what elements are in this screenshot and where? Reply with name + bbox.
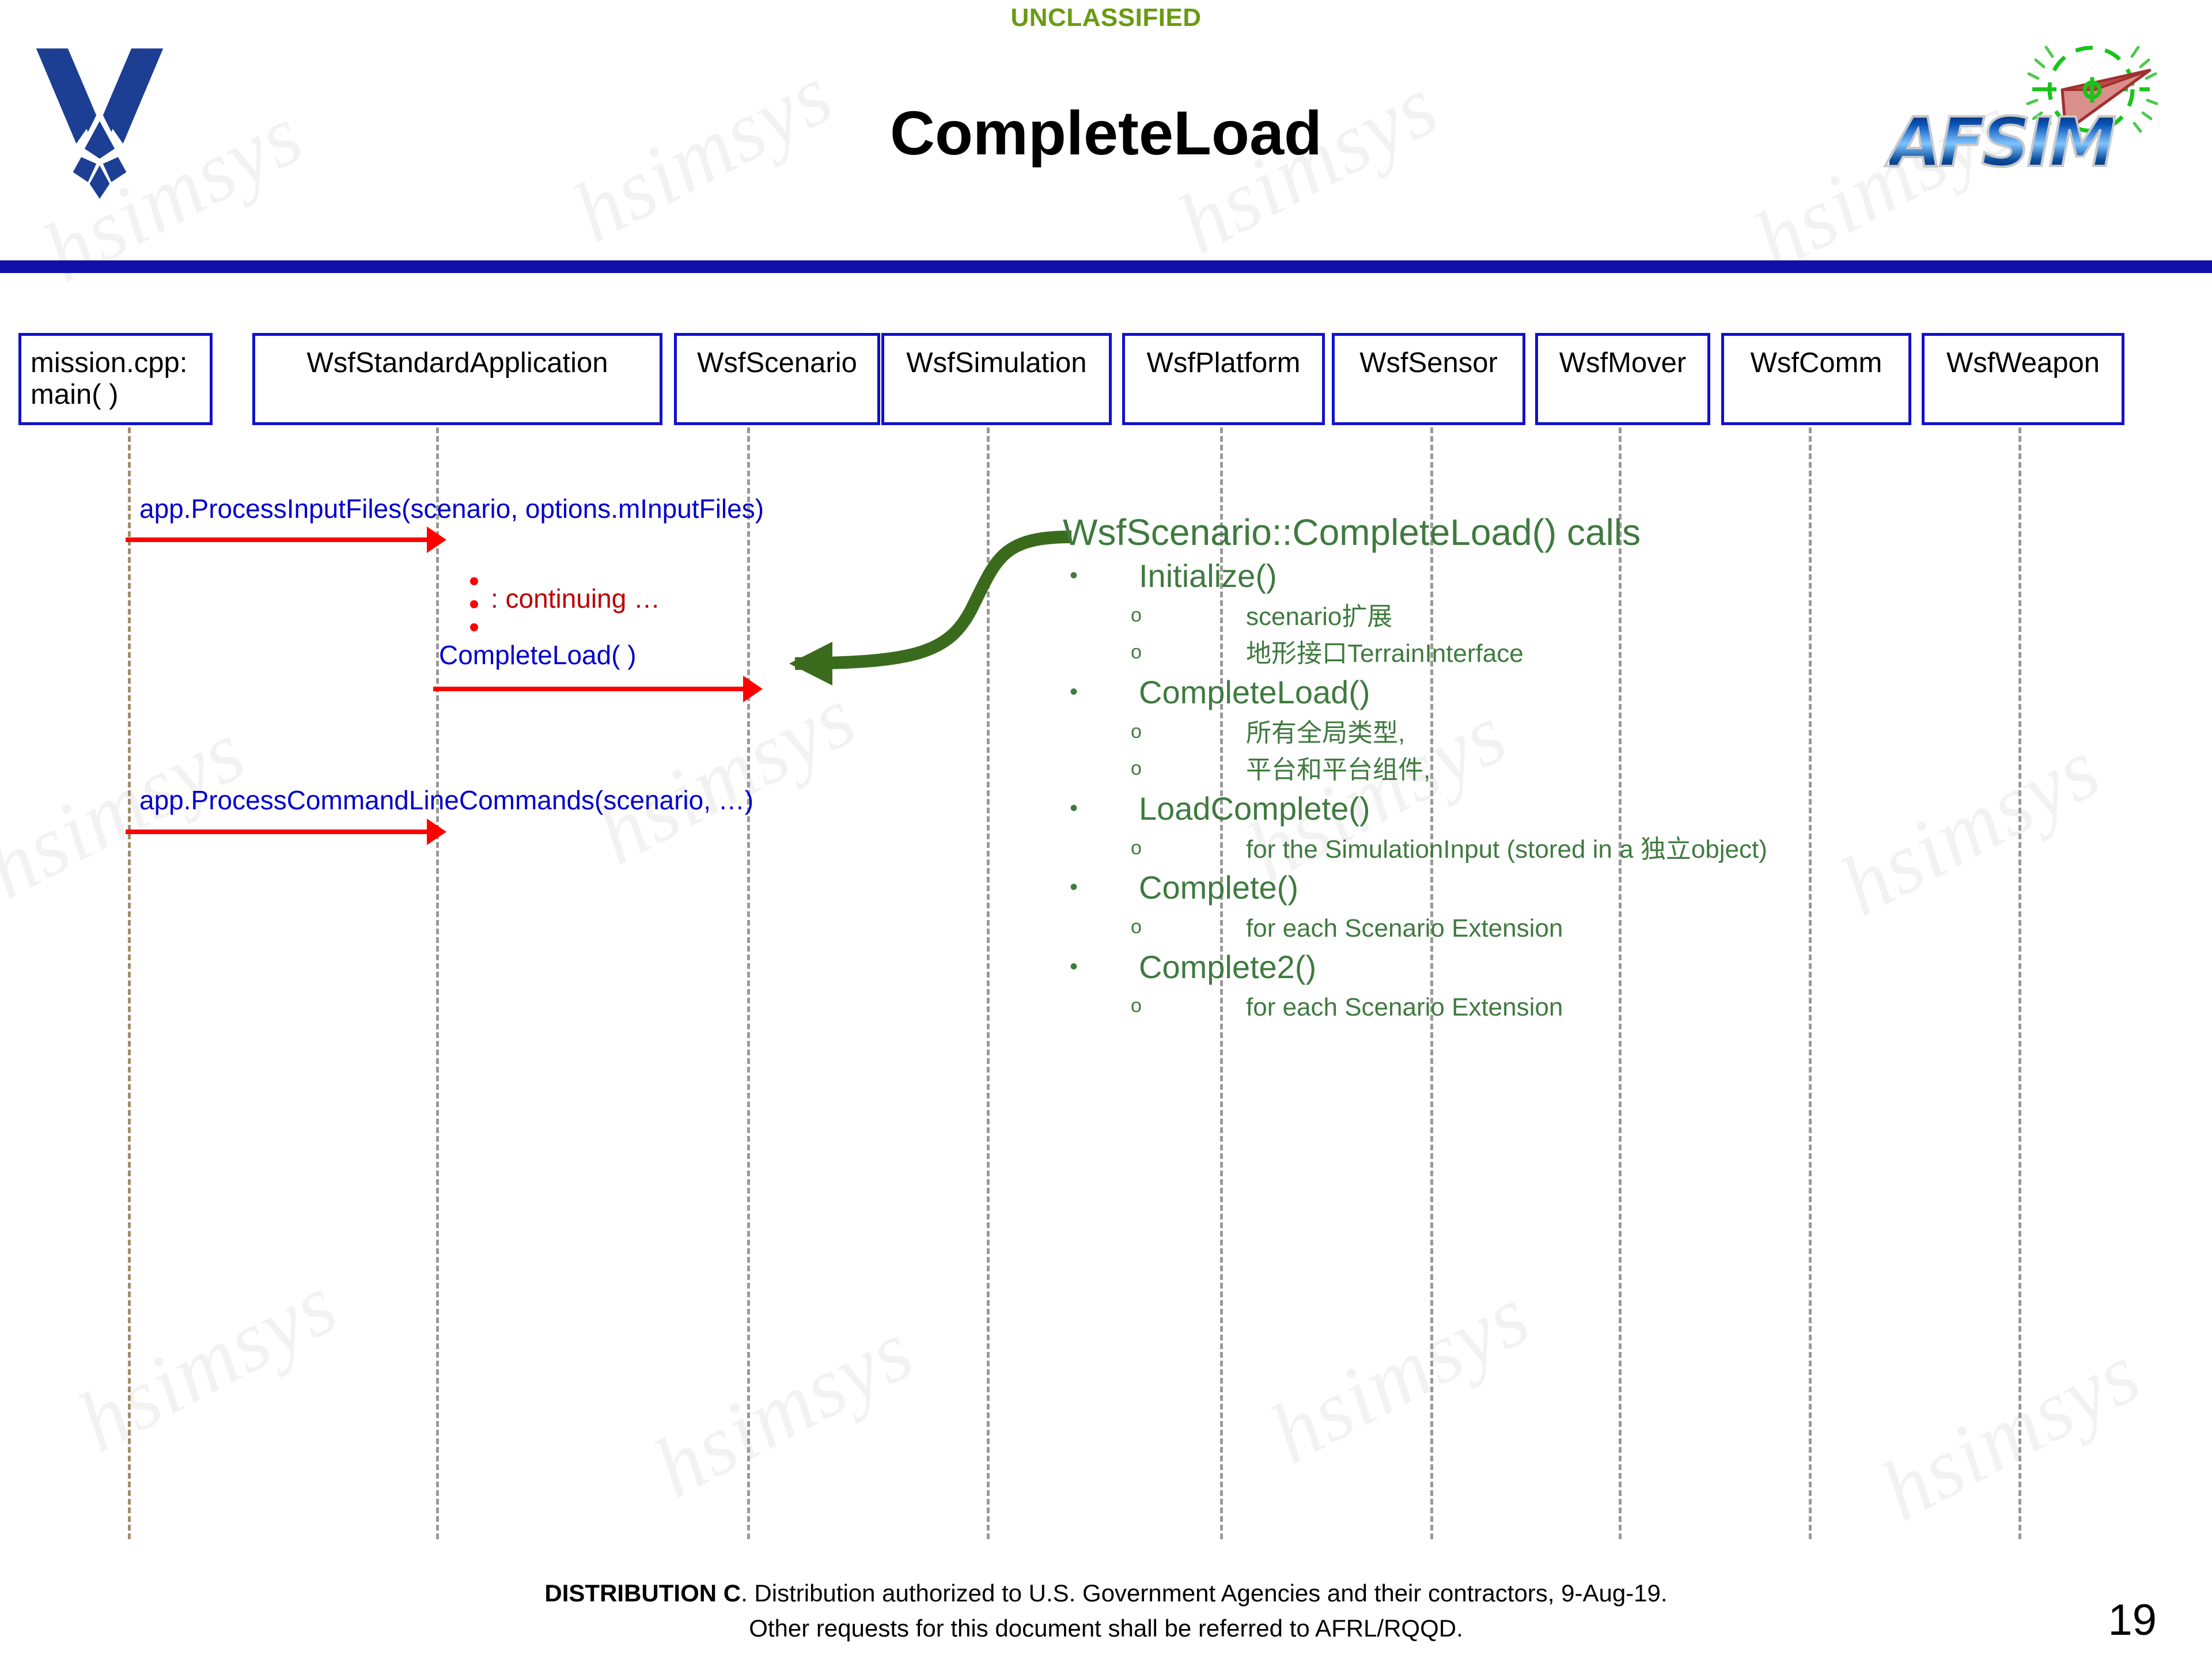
- actor-box-wsfmover[interactable]: WsfMover: [1535, 333, 1710, 425]
- callout-subbullet: o 平台和平台组件,: [1063, 756, 2192, 785]
- distribution-label: DISTRIBUTION C: [544, 1580, 741, 1607]
- lifeline-wsfweapon: [2018, 427, 2021, 1539]
- lifeline-wsfscenario: [747, 427, 750, 1539]
- actor-label: WsfWeapon: [1946, 347, 2100, 378]
- message-arrow-processinputfiles: [126, 527, 446, 553]
- callout-subbullet: o for each Scenario Extension: [1063, 993, 2192, 1022]
- actor-label: WsfSensor: [1359, 347, 1498, 378]
- actor-box-wsfcomm[interactable]: WsfComm: [1721, 333, 1911, 425]
- lifeline-wsfplatform: [1220, 427, 1223, 1539]
- us-air-force-logo-icon: [16, 33, 183, 200]
- lifeline-wsfsensor: [1430, 427, 1433, 1539]
- subbullet-glyph-icon: o: [1131, 757, 1142, 780]
- callout-subbullet: o 地形接口TerrainInterface: [1063, 639, 2192, 669]
- actor-label: WsfComm: [1750, 347, 1883, 378]
- callout-bullet-label: Complete2(): [1139, 948, 1317, 985]
- callout-subbullet: o 所有全局类型,: [1063, 719, 2192, 748]
- callout-subbullet-label: scenario扩展: [1246, 602, 1393, 631]
- lifeline-wsfcomm: [1809, 427, 1812, 1539]
- bullet-glyph-icon: •: [1070, 679, 1078, 705]
- actor-box-wsfweapon[interactable]: WsfWeapon: [1922, 333, 2124, 425]
- afsim-wordmark: AFSIM: [1888, 101, 2118, 183]
- actor-box-wsfscenario[interactable]: WsfScenario: [674, 333, 880, 425]
- distribution-text: . Distribution authorized to U.S. Govern…: [741, 1580, 1668, 1607]
- callout-subbullet: o for each Scenario Extension: [1063, 914, 2192, 944]
- page-title: CompleteLoad: [889, 98, 1323, 168]
- message-arrow-processcommandlinecommands: [126, 819, 446, 845]
- callout-bullet-label: LoadComplete(): [1139, 790, 1370, 827]
- callout-subbullet-label: 平台和平台组件,: [1246, 756, 1431, 785]
- note-continuing: : continuing …: [491, 584, 661, 613]
- callout-bullet: • Initialize(): [1063, 558, 2192, 594]
- actor-label: WsfScenario: [697, 347, 857, 378]
- subbullet-glyph-icon: o: [1131, 641, 1142, 664]
- actor-box-wsfplatform[interactable]: WsfPlatform: [1122, 333, 1325, 425]
- callout-subbullet-label: for the SimulationInput (stored in a 独立o…: [1246, 835, 1767, 863]
- callout-connector-arrow: [789, 531, 1072, 685]
- classification-banner: UNCLASSIFIED: [1010, 3, 1202, 32]
- distribution-line-1: DISTRIBUTION C. Distribution authorized …: [0, 1576, 2212, 1611]
- callout-subbullet-label: for each Scenario Extension: [1246, 914, 1563, 942]
- callout-title: WsfScenario::CompleteLoad() calls: [1063, 512, 1641, 553]
- callout-subbullet-label: 地形接口TerrainInterface: [1246, 639, 1524, 668]
- distribution-statement: DISTRIBUTION C. Distribution authorized …: [0, 1576, 2212, 1646]
- actor-label: mission.cpp:main( ): [31, 347, 188, 411]
- subbullet-glyph-icon: o: [1131, 720, 1142, 743]
- bullet-glyph-icon: •: [1070, 874, 1078, 900]
- actor-label: WsfSimulation: [906, 347, 1087, 378]
- actor-label: WsfPlatform: [1146, 347, 1301, 378]
- callout-bullet: • LoadComplete(): [1063, 790, 2192, 827]
- afsim-logo-icon: AFSIM: [1888, 35, 2200, 190]
- message-label-processinputfiles: app.ProcessInputFiles(scenario, options.…: [139, 494, 764, 524]
- lifeline-wsfstandardapplication: [436, 427, 439, 1539]
- callout-subbullet: o scenario扩展: [1063, 603, 2192, 632]
- subbullet-glyph-icon: o: [1131, 836, 1142, 859]
- actor-label: WsfMover: [1559, 347, 1687, 378]
- continuation-dots-icon: [470, 577, 478, 646]
- title-divider: [0, 260, 2212, 273]
- actor-box-wsfsensor[interactable]: WsfSensor: [1332, 333, 1525, 425]
- callout-bullet: • CompleteLoad(): [1063, 674, 2192, 711]
- message-arrow-completeload: [433, 676, 763, 702]
- lifeline-wsfsimulation: [987, 427, 990, 1539]
- bullet-glyph-icon: •: [1070, 795, 1078, 821]
- message-label-processcommandlinecommands: app.ProcessCommandLineCommands(scenario,…: [139, 785, 754, 815]
- lifeline-wsfmover: [1619, 427, 1622, 1539]
- callout-subbullet-label: 所有全局类型,: [1246, 718, 1406, 747]
- callout-subbullet-label: for each Scenario Extension: [1246, 993, 1563, 1022]
- page-number: 19: [2108, 1596, 2157, 1645]
- distribution-line-2: Other requests for this document shall b…: [749, 1615, 1463, 1642]
- subbullet-glyph-icon: o: [1131, 604, 1142, 626]
- callout-bullet: • Complete(): [1063, 870, 2192, 906]
- bullet-glyph-icon: •: [1070, 563, 1078, 589]
- callout-bullet-label: Complete(): [1139, 869, 1298, 906]
- message-label-completeload: CompleteLoad( ): [439, 640, 637, 670]
- callout-block: WsfScenario::CompleteLoad() calls • Init…: [1063, 512, 2192, 1022]
- callout-bullet-label: CompleteLoad(): [1139, 674, 1370, 711]
- actor-box-mission-main[interactable]: mission.cpp:main( ): [18, 333, 213, 425]
- callout-bullet-label: Initialize(): [1139, 558, 1277, 594]
- bullet-glyph-icon: •: [1070, 953, 1078, 979]
- callout-bullet: • Complete2(): [1063, 949, 2192, 986]
- subbullet-glyph-icon: o: [1131, 915, 1142, 938]
- actor-label: WsfStandardApplication: [306, 347, 608, 378]
- actor-box-wsfstandardapplication[interactable]: WsfStandardApplication: [252, 333, 662, 425]
- actor-box-wsfsimulation[interactable]: WsfSimulation: [881, 333, 1112, 425]
- subbullet-glyph-icon: o: [1131, 995, 1142, 1017]
- callout-subbullet: o for the SimulationInput (stored in a 独…: [1063, 835, 2192, 865]
- lifeline-mission-main: [128, 427, 131, 1539]
